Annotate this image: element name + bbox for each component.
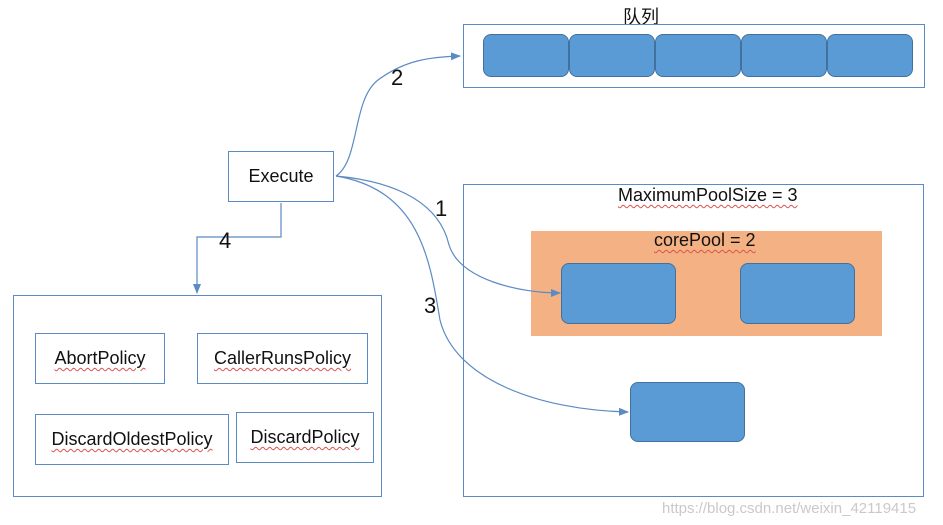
- policy-discard: DiscardPolicy: [236, 412, 374, 463]
- queue-slot: [655, 34, 741, 77]
- queue-slot: [483, 34, 569, 77]
- queue-slot: [827, 34, 913, 77]
- core-thread: [561, 263, 676, 324]
- policy-caller-runs: CallerRunsPolicy: [197, 333, 368, 384]
- policy-discard-oldest: DiscardOldestPolicy: [35, 414, 229, 465]
- watermark: https://blog.csdn.net/weixin_42119415: [662, 500, 917, 517]
- arrow-label-1: 1: [435, 196, 448, 221]
- arrow-to-extra-thread: [335, 175, 629, 416]
- arrow-to-policies: [193, 203, 282, 294]
- arrow-label-3: 3: [424, 293, 437, 318]
- policy-abort: AbortPolicy: [35, 333, 165, 384]
- arrow-label-2: 2: [391, 65, 404, 90]
- maximum-pool-size-label: MaximumPoolSize = 3: [618, 185, 798, 205]
- queue-slot: [569, 34, 655, 77]
- extra-thread: [630, 382, 745, 442]
- arrow-to-core-pool: [335, 175, 561, 297]
- queue-slot: [741, 34, 827, 77]
- arrow-label-4: 4: [219, 228, 232, 253]
- arrow-to-queue: [335, 52, 461, 177]
- core-pool-label: corePool = 2: [654, 230, 756, 250]
- queue-title: 队列: [623, 7, 659, 27]
- core-thread: [740, 263, 855, 324]
- execute-box: Execute: [228, 151, 334, 202]
